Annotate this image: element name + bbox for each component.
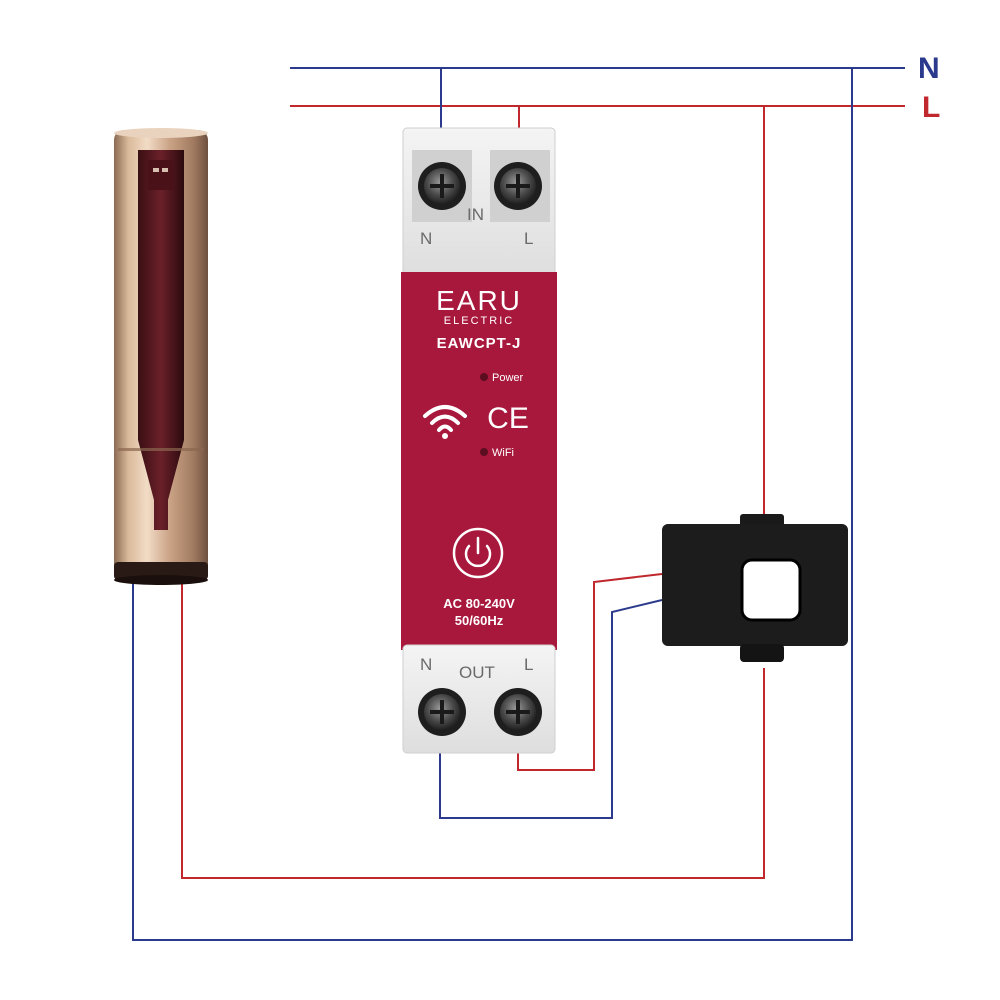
- input-neutral-label: N: [420, 229, 432, 248]
- brand-subtitle: ELECTRIC: [444, 315, 514, 327]
- line-bus-label: L: [922, 91, 940, 124]
- device-body: [401, 272, 557, 650]
- power-button[interactable]: [452, 527, 504, 579]
- tower-air-conditioner: [114, 128, 208, 585]
- frequency-rating: 50/60Hz: [455, 613, 504, 628]
- voltage-rating: AC 80-240V: [443, 596, 515, 611]
- input-neutral-terminal: [418, 162, 466, 210]
- input-line-label: L: [524, 229, 533, 248]
- model-number: EAWCPT-J: [437, 335, 522, 352]
- ac-display-panel: [148, 160, 174, 190]
- energy-meter-device: N IN L EARU ELECTRIC EAWCPT-J Power CE W…: [401, 127, 557, 754]
- input-group-label: IN: [467, 205, 484, 224]
- output-group-label: OUT: [459, 663, 495, 682]
- output-neutral-label: N: [420, 655, 432, 674]
- wifi-icon: [423, 405, 467, 439]
- current-transformer-clamp: [662, 514, 848, 662]
- wifi-led: [480, 448, 488, 456]
- power-indicator-label: Power: [492, 372, 524, 384]
- brand-name: EARU: [436, 285, 522, 316]
- power-icon: [464, 536, 492, 568]
- output-line-label: L: [524, 655, 533, 674]
- power-led: [480, 373, 488, 381]
- ct-aperture: [740, 558, 802, 622]
- input-line-terminal: [494, 162, 542, 210]
- wifi-indicator-label: WiFi: [492, 447, 514, 459]
- ce-mark-icon: CE: [487, 402, 529, 435]
- wiring-runs: [132, 68, 853, 941]
- output-neutral-terminal: [418, 688, 466, 736]
- neutral-bus-label: N: [918, 52, 940, 85]
- output-line-terminal: [494, 688, 542, 736]
